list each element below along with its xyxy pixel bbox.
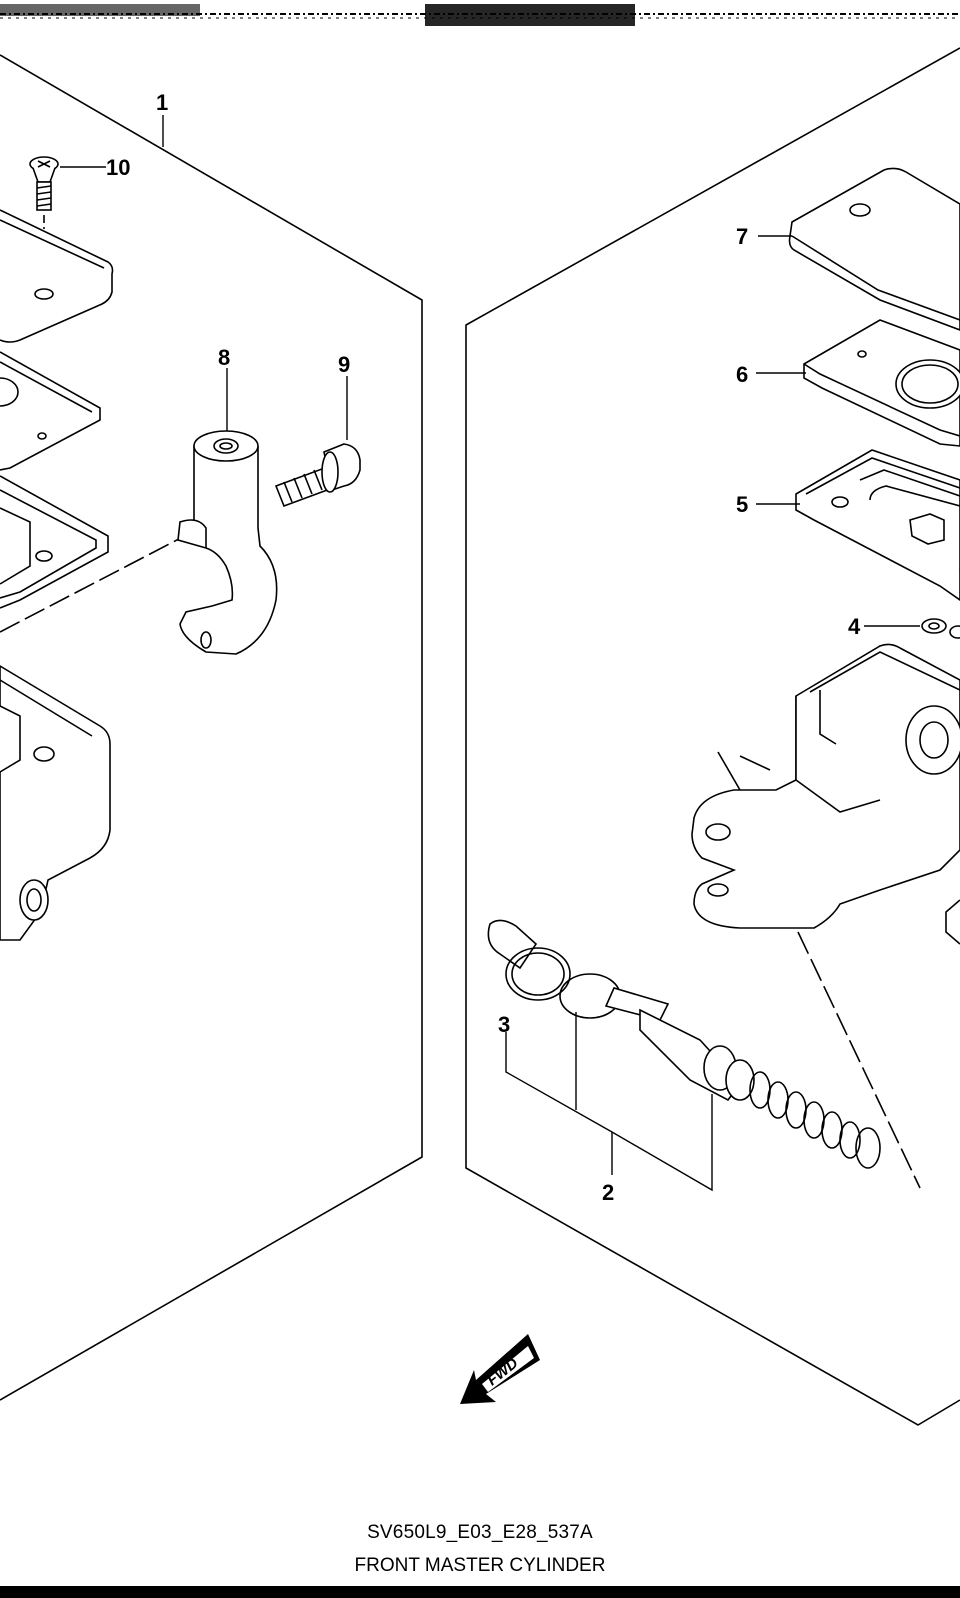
left-cylinder-body (0, 527, 201, 941)
piston-kit (487, 919, 881, 1169)
reservoir-cap-part-7 (788, 167, 960, 331)
left-diaphragm (0, 475, 109, 609)
left-reservoir-cap (0, 209, 114, 343)
screw-part-10 (29, 156, 59, 280)
diaphragm-part-5 (795, 449, 960, 601)
right-assembly-panel (465, 47, 960, 1426)
callout-1: 1 (156, 90, 168, 115)
bottom-border (0, 1586, 960, 1598)
diagram-code: SV650L9_E03_E28_537A (367, 1522, 593, 1543)
cropped-header-band (0, 4, 960, 26)
washer-part-4 (921, 618, 960, 639)
callout-7: 7 (736, 224, 748, 249)
callout-3: 3 (498, 1012, 510, 1037)
diagram-title: FRONT MASTER CYLINDER (354, 1555, 606, 1576)
master-cylinder-body (691, 643, 960, 1189)
left-assembly-panel (0, 54, 423, 1401)
callout-9: 9 (338, 352, 350, 377)
clamp-part-8 (177, 430, 278, 655)
plate-part-6 (803, 319, 960, 447)
callout-10: 10 (106, 155, 130, 180)
bolt-part-9 (274, 443, 361, 508)
callout-4: 4 (848, 614, 861, 639)
callout-5: 5 (736, 492, 748, 517)
callout-6: 6 (736, 362, 748, 387)
fwd-arrow-icon: FWD (460, 1334, 540, 1404)
callout-labels: 1 2 3 4 5 6 7 8 9 10 (106, 90, 861, 1205)
left-diaphragm-plate (0, 351, 101, 471)
callout-8: 8 (218, 345, 230, 370)
callout-2: 2 (602, 1180, 614, 1205)
leader-lines (60, 115, 920, 1192)
